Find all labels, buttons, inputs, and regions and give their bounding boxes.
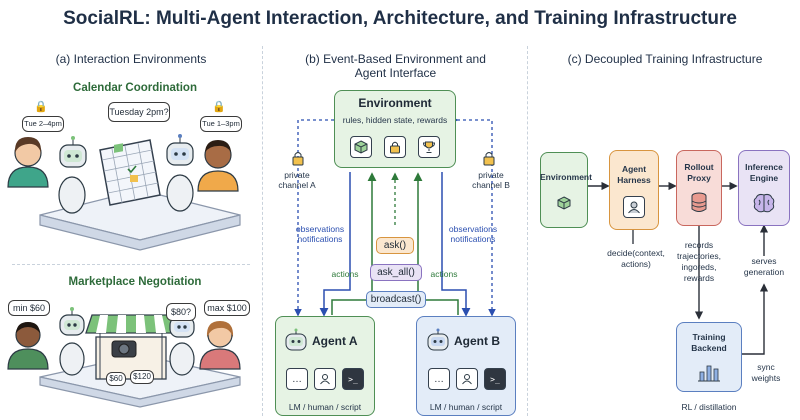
market-stall-icon [85, 314, 177, 380]
channel-a-label-line2: channel A [278, 180, 316, 190]
human-avatar-right-icon [197, 140, 239, 192]
panel-b-title-line2: Agent Interface [354, 66, 437, 80]
observations-label-a-line1: observations [295, 224, 345, 234]
records-label-line4: rewards [683, 273, 715, 283]
inference-label-line1: Inference [745, 162, 783, 172]
records-label-line3: ingoreds, [681, 262, 717, 272]
seller-avatar-icon [7, 322, 49, 370]
calendar-board-icon [99, 139, 161, 206]
scene-separator [12, 264, 250, 265]
harness-person-icon [623, 196, 645, 218]
robot-agent-a-icon [285, 328, 307, 351]
sync-label-line2: weights [751, 373, 781, 383]
agent-b-title: Agent B [454, 334, 500, 348]
offer-query-bubble: $80? [166, 303, 196, 321]
buyer-avatar-icon [199, 321, 241, 370]
bar-chart-icon [698, 365, 720, 382]
price-tag-120: $120 [130, 370, 154, 384]
panel-a-title: (a) Interaction Environments [55, 52, 207, 66]
decide-label-line2: actions) [621, 259, 651, 269]
harness-label-line1: Agent [621, 164, 647, 174]
terminal-icon-a: >_ [342, 368, 364, 390]
calendar-title: Calendar Coordination [73, 82, 197, 94]
actions-label-b: actions [430, 269, 458, 279]
page-title: SocialRL: Multi-Agent Interaction, Archi… [63, 8, 737, 29]
robot-agent-b-icon [427, 328, 449, 351]
agent-a-title: Agent A [312, 334, 358, 348]
broadcast-command: broadcast() [366, 291, 426, 308]
chat-icon-b: … [428, 368, 450, 390]
robot-right-icon [166, 134, 194, 212]
max-price-bubble: max $100 [204, 300, 250, 316]
panel-divider-left [262, 46, 263, 416]
rollout-label-line2: Proxy [687, 173, 711, 183]
calendar-query-bubble: Tuesday 2pm? [108, 102, 170, 122]
seller-robot-icon [59, 307, 85, 376]
agent-a-subtitle: LM / human / script [288, 402, 362, 412]
channel-b-label-line1: private [478, 170, 504, 180]
inference-engine-box [738, 150, 790, 226]
brain-icon [752, 192, 776, 219]
database-icon [690, 192, 708, 219]
sync-label-line1: sync [757, 362, 775, 372]
agent-a-box [275, 316, 375, 416]
panel-c-title: (c) Decoupled Training Infrastructure [567, 52, 763, 66]
panel-b-title-line1: (b) Event-Based Environment and [305, 52, 486, 66]
environment-title: Environment [358, 96, 432, 110]
serves-label-line2: generation [743, 267, 785, 277]
observations-label-a-line2: notifications [297, 234, 343, 244]
lock-icon-right: 🔒 [212, 101, 226, 113]
training-label-line2: Backend [691, 343, 727, 353]
rollout-proxy-box [676, 150, 722, 226]
human-avatar-left-icon [7, 137, 49, 188]
actions-label-a: actions [331, 269, 359, 279]
decide-label-line1: decide(context, [607, 248, 665, 258]
person-icon-a [314, 368, 336, 390]
chat-icon-a: … [286, 368, 308, 390]
cube-icon [350, 136, 372, 158]
lock-icon-channel-b [482, 150, 496, 171]
person-icon-b [456, 368, 478, 390]
panel-b-arrows [294, 116, 496, 317]
environment-subtitle: rules, hidden state, rewards [342, 115, 448, 125]
ask-command: ask() [376, 237, 414, 254]
trophy-icon [418, 136, 440, 158]
ask-all-command: ask_all() [370, 264, 422, 281]
channel-b-label-line2: channel B [472, 180, 510, 190]
records-label-line2: trajectories, [677, 251, 721, 261]
observations-label-b-line1: observations [448, 224, 498, 234]
calendar-scene [7, 134, 241, 251]
serves-label-line1: serves [751, 256, 777, 266]
rollout-label-line1: Rollout [684, 162, 714, 172]
panel-divider-right [527, 46, 528, 416]
channel-a-label-line1: private [284, 170, 310, 180]
observations-label-b-line2: notifications [450, 234, 496, 244]
infra-environment-label: Environment [540, 172, 592, 182]
left-slot-bubble: Tue 2–4pm [22, 116, 64, 132]
right-slot-bubble: Tue 1–3pm [200, 116, 242, 132]
robot-left-icon [58, 136, 87, 214]
agent-b-subtitle: LM / human / script [429, 402, 503, 412]
records-label-line1: records [684, 240, 714, 250]
training-label-line1: Training [692, 332, 726, 342]
price-tag-60: $60 [106, 372, 126, 386]
terminal-icon-b: >_ [484, 368, 506, 390]
infra-environment-box [540, 152, 588, 228]
rl-distillation-label: RL / distillation [681, 402, 737, 412]
panel-c-arrows [588, 181, 769, 355]
infra-cube-icon [557, 196, 571, 215]
market-title: Marketplace Negotiation [68, 276, 202, 288]
agent-b-box [416, 316, 516, 416]
harness-label-line2: Harness [617, 175, 651, 185]
min-price-bubble: min $60 [8, 300, 50, 316]
lock-icon [384, 136, 406, 158]
lock-icon-left: 🔒 [34, 101, 48, 113]
lock-icon-channel-a [291, 150, 305, 171]
agent-harness-box [609, 150, 659, 230]
inference-label-line2: Engine [749, 173, 779, 183]
